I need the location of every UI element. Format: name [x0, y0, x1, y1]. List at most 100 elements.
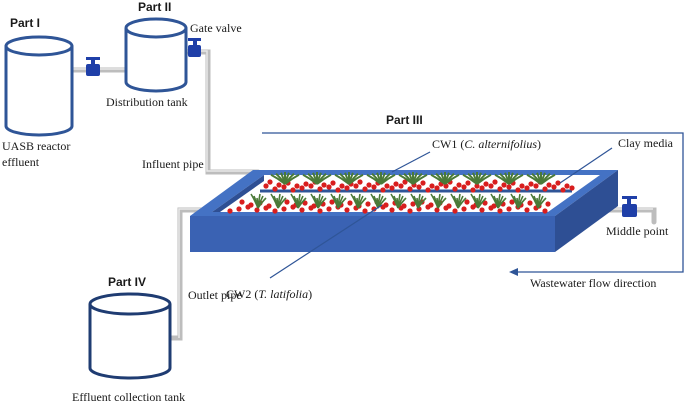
typha-plant	[490, 193, 507, 209]
clay-media-dot	[474, 183, 480, 189]
clay-media-dot	[569, 185, 575, 191]
clay-media-dot	[393, 181, 399, 187]
part-4-label: Part IV	[108, 275, 146, 289]
clay-media-dot	[384, 183, 390, 189]
clay-media-dot	[402, 179, 408, 185]
plant-blade	[508, 173, 524, 185]
typha-plant	[410, 193, 427, 209]
outlet-pipe-line	[165, 207, 209, 341]
clay-media-dot	[527, 200, 533, 206]
effluent-collection-tank	[88, 292, 172, 380]
clay-media-dot	[434, 185, 440, 191]
plant-blade	[316, 173, 332, 185]
typha-plant	[330, 193, 347, 209]
clay-media-dot	[339, 183, 345, 189]
clay-media-dot	[308, 205, 314, 211]
clay-media-dot	[545, 201, 551, 207]
clay-media-dot	[443, 205, 449, 211]
plant-blade	[357, 197, 367, 209]
clay-media-dot	[371, 206, 377, 212]
typha-plant	[530, 193, 547, 209]
typha-plant	[470, 193, 487, 209]
clay-media-dot	[506, 206, 512, 212]
clay-media-dot	[509, 199, 515, 205]
clay-media-dot	[353, 183, 359, 189]
clay-media-dot	[347, 200, 353, 206]
clay-media-dot	[515, 187, 521, 193]
distribution-tank-label: Distribution tank	[106, 95, 188, 109]
cw1-species: C. alternifolius	[464, 137, 537, 151]
clay-media-dot	[443, 183, 449, 189]
plant-blade	[517, 197, 527, 209]
clay-media-dot	[254, 207, 260, 213]
clay-media-dot	[267, 179, 273, 185]
clay-media-dot	[407, 186, 413, 192]
clay-media-dot	[501, 182, 507, 188]
clay-media-dot	[294, 183, 300, 189]
plant-blade	[257, 197, 267, 209]
flow-direction-label: Wastewater flow direction	[530, 276, 656, 290]
clay-media-dot	[555, 180, 561, 186]
gate-valve-label: Gate valve	[190, 21, 242, 35]
clay-media-dot	[533, 183, 539, 189]
clay-media-dot	[470, 204, 476, 210]
plant-blade	[297, 197, 307, 209]
plant-blade	[284, 173, 300, 185]
typha-plant	[430, 193, 447, 209]
clay-media-dot	[299, 207, 305, 213]
typha-plants	[250, 193, 547, 209]
plant-blade	[477, 197, 487, 209]
cw2-leader	[269, 204, 383, 279]
influent-pipe-line	[183, 49, 261, 175]
clay-media-dot	[344, 185, 350, 191]
clay-media-dot	[429, 183, 435, 189]
clay-media-dot	[326, 206, 332, 212]
flow-direction-line	[262, 132, 684, 276]
cyperus-plant	[302, 172, 332, 185]
clay-media-dot	[329, 199, 335, 205]
plant-blade	[437, 197, 447, 209]
clay-media-dot	[542, 208, 548, 214]
clay-media-dot	[321, 182, 327, 188]
cyperus-plant	[398, 172, 428, 185]
clay-media-dot	[335, 187, 341, 193]
plant-blade	[277, 197, 287, 209]
clay-media-dot	[284, 199, 290, 205]
clay-media-dot	[465, 180, 471, 186]
clay-media-dot	[488, 205, 494, 211]
clay-media-dot	[380, 187, 386, 193]
plant-blade	[397, 197, 407, 209]
cyperus-plant	[366, 172, 396, 185]
clay-media-dot	[479, 207, 485, 213]
middle-point-pipe	[602, 207, 657, 225]
clay-media-dot	[371, 184, 377, 190]
cyperus-plant	[334, 172, 364, 185]
clay-media-dot	[519, 183, 525, 189]
uasb-label-line2: effluent	[2, 155, 40, 169]
part-1-label: Part I	[10, 16, 40, 30]
clay-media-dot	[470, 187, 476, 193]
cw1-suffix: )	[537, 137, 541, 151]
clay-media-dot	[308, 183, 314, 189]
clay-media-dot	[281, 206, 287, 212]
clay-media-dot	[330, 180, 336, 186]
typha-plant	[390, 193, 407, 209]
clay-media-dot	[528, 181, 534, 187]
basin-inner-wall	[212, 175, 264, 212]
clay-media-dot	[299, 185, 305, 191]
clay-media-dot	[452, 208, 458, 214]
clay-media-dot	[425, 187, 431, 193]
uasb-label-line1: UASB reactor	[2, 139, 70, 153]
effluent-tank-label: Effluent collection tank	[72, 390, 185, 404]
cw1-label: CW1 (C. alternifolius)	[432, 137, 541, 151]
typha-plant	[450, 193, 467, 209]
typha-plant	[310, 193, 327, 209]
cw2-suffix: )	[308, 287, 312, 301]
typha-plant	[290, 193, 307, 209]
clay-media-dot	[560, 187, 566, 193]
basin-front-face	[190, 216, 555, 252]
cw2-prefix: CW2 (	[226, 287, 258, 301]
clay-media-dot	[497, 186, 503, 192]
clay-media-dot	[290, 187, 296, 193]
clay-media-dot	[281, 184, 287, 190]
